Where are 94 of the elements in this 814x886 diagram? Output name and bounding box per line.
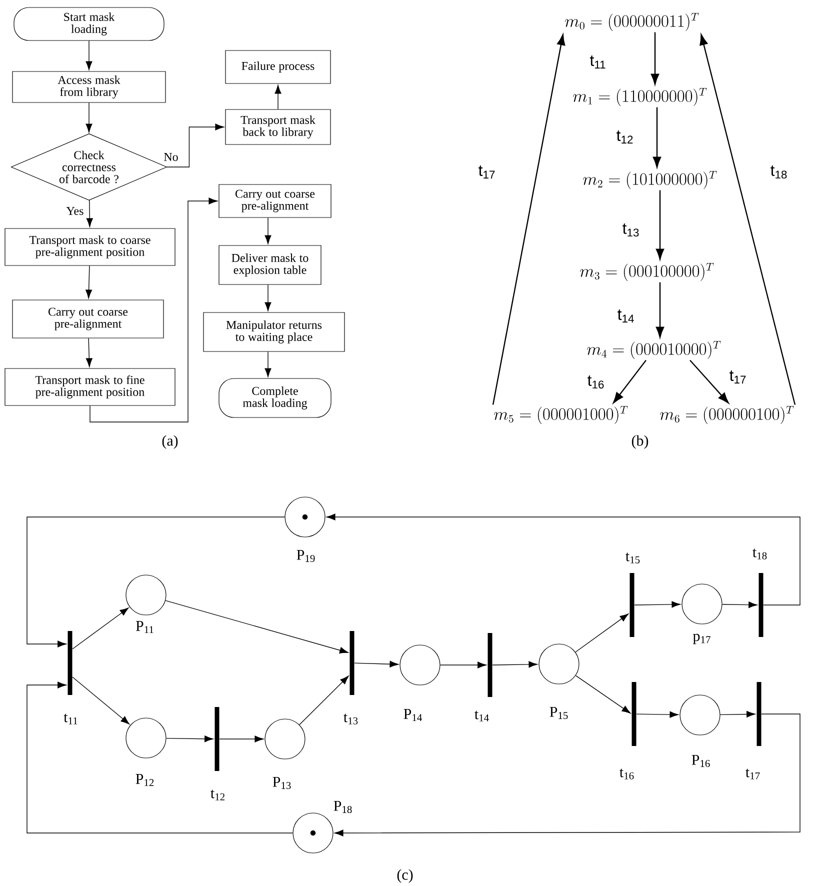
- arrow: [26, 516, 286, 648]
- process-box: Transport mask back to library: [225, 109, 331, 145]
- arrow: [165, 600, 348, 654]
- edge-label: t$_{12}$: [615, 130, 635, 144]
- arrow: [26, 682, 294, 834]
- marked-place-circle: [292, 812, 334, 854]
- marking-formula: $m_{4} = (000010000)^{T}$: [587, 341, 721, 360]
- arrow: [492, 661, 538, 668]
- arrow: [166, 736, 214, 742]
- edge-label: t$_{17}$: [477, 164, 497, 180]
- process-box: Carry out coarse pre-alignment: [12, 300, 164, 338]
- node-label: P$_{18}$: [334, 800, 352, 814]
- edge-label: t$_{18}$: [769, 164, 789, 180]
- process-box: Manipulator returns to waiting place: [203, 312, 345, 352]
- node-label: P$_{19}$: [296, 550, 315, 562]
- arrow: [264, 351, 272, 378]
- arrow: [72, 676, 130, 724]
- arrow: [86, 265, 92, 299]
- node-label: t$_{18}$: [752, 548, 767, 560]
- arrow: [166, 124, 224, 168]
- arrow: [656, 190, 664, 260]
- place-circle: [400, 644, 440, 686]
- place-circle: [126, 574, 166, 616]
- arrow: [354, 660, 399, 668]
- place-circle: [680, 694, 720, 736]
- place-circle: [538, 644, 580, 684]
- terminal-box: Start mask loading: [14, 7, 164, 41]
- arrow: [700, 34, 796, 405]
- arrow: [86, 338, 92, 368]
- arrow: [650, 32, 660, 85]
- node-label: t$_{14}$: [474, 710, 489, 722]
- marking-formula: $m_{0} = (000000011)^{T}$: [565, 13, 699, 32]
- arrow: [613, 360, 646, 404]
- arrow: [86, 40, 92, 70]
- node-label: p$_{17}$: [693, 634, 710, 644]
- node-label: P$_{12}$: [136, 774, 154, 786]
- arrow: [690, 360, 729, 404]
- process-box: Access mask from library: [12, 71, 166, 103]
- place-circle: [682, 584, 722, 624]
- edge-label: Yes: [65, 206, 85, 216]
- node-label: P$_{13}$: [272, 776, 291, 790]
- node-label: P$_{11}$: [136, 621, 154, 633]
- arrow: [492, 34, 566, 405]
- arrow: [334, 714, 800, 836]
- arrow: [219, 736, 264, 742]
- marked-place-circle: [284, 496, 326, 538]
- edge-label: t$_{11}$: [588, 54, 608, 70]
- node-label: t$_{13}$: [344, 714, 358, 724]
- arrow: [575, 614, 629, 652]
- node-label: t$_{17}$: [746, 768, 760, 780]
- node-label: t$_{15}$: [626, 552, 640, 564]
- node-label: t$_{16}$: [620, 768, 634, 780]
- node-label: P$_{15}$: [550, 706, 568, 720]
- edge-label: t$_{16}$: [586, 374, 606, 390]
- terminal-box: Complete mask loading: [218, 378, 332, 418]
- place-circle: [126, 718, 166, 758]
- node-label: P$_{14}$: [404, 709, 422, 721]
- process-box: Transport mask to fine pre-alignment position: [4, 368, 176, 406]
- arrow: [636, 711, 679, 718]
- edge-label: t$_{13}$: [621, 222, 641, 238]
- place-circle: [264, 718, 306, 760]
- process-box: Carry out coarse pre-alignment: [218, 184, 332, 218]
- process-box: Failure process: [225, 50, 331, 84]
- panel-caption: (c): [397, 869, 413, 883]
- marking-formula: $m_{1} = (110000000)^{T}$: [573, 88, 707, 106]
- arrow: [274, 85, 282, 110]
- panel-caption: (a): [162, 435, 178, 449]
- arrow: [326, 514, 800, 606]
- process-box: Transport mask to coarse pre-alignment position: [4, 228, 176, 266]
- arrow: [722, 602, 758, 608]
- arrow: [440, 662, 486, 668]
- arrow: [720, 710, 756, 718]
- arrow: [264, 284, 272, 312]
- arrow: [90, 198, 218, 422]
- edge-label: t$_{14}$: [616, 308, 636, 324]
- arrow: [652, 107, 662, 168]
- edge-label: t$_{17}$: [728, 370, 748, 384]
- process-box: Deliver mask to explosion table: [218, 245, 322, 285]
- arrow: [264, 217, 272, 244]
- marking-formula: $m_{6} = (000000100)^{T}$: [660, 406, 794, 424]
- arrow: [299, 676, 349, 726]
- arrow: [656, 282, 664, 338]
- panel-caption: (b): [632, 435, 648, 449]
- arrow: [634, 601, 681, 608]
- node-label: P$_{16}$: [692, 754, 710, 768]
- arrow: [86, 200, 93, 228]
- marking-formula: $m_{3} = (000100000)^{T}$: [580, 263, 714, 282]
- arrow: [575, 675, 631, 714]
- arrow: [72, 608, 129, 650]
- marking-formula: $m_{2} = (101000000)^{T}$: [583, 171, 717, 190]
- arrow: [86, 102, 92, 133]
- marking-formula: $m_{5} = (000001000)^{T}$: [494, 406, 628, 424]
- node-label: t$_{12}$: [210, 790, 224, 800]
- node-label: t$_{11}$: [64, 714, 78, 724]
